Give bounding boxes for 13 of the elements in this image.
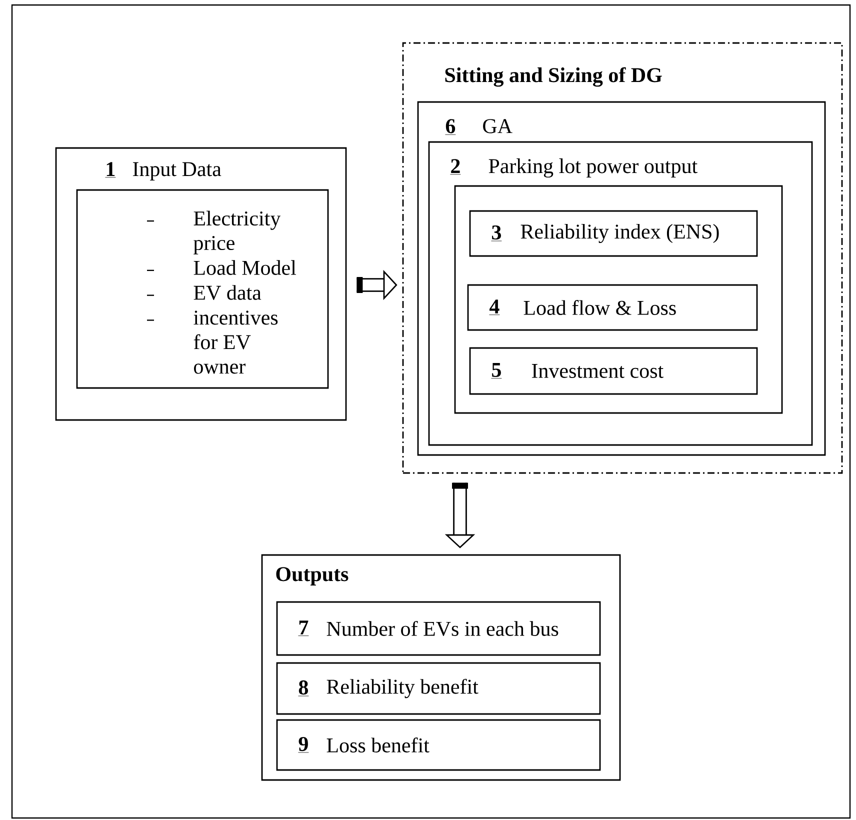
node-label: EV data (194, 285, 262, 300)
node-label: Electricity price (194, 210, 281, 254)
process-box: 5 Investment cost (469, 347, 758, 395)
bullet-list: Electricity price Load Model EV data incentives for EV owner (147, 210, 296, 374)
process-box: 9 Loss benefit (276, 719, 601, 771)
node-label: Load Model (194, 260, 296, 275)
box (454, 185, 783, 414)
process-box: 7 Number of EVs in each bus (276, 601, 601, 656)
process-box: 8 Reliability benefit (276, 662, 601, 715)
process-box: 4 Load flow & Loss (467, 284, 758, 331)
list-box (76, 189, 329, 389)
process-box: 3 Reliability index (ENS) (469, 210, 758, 257)
node-label: incentives for EV owner (194, 310, 278, 374)
